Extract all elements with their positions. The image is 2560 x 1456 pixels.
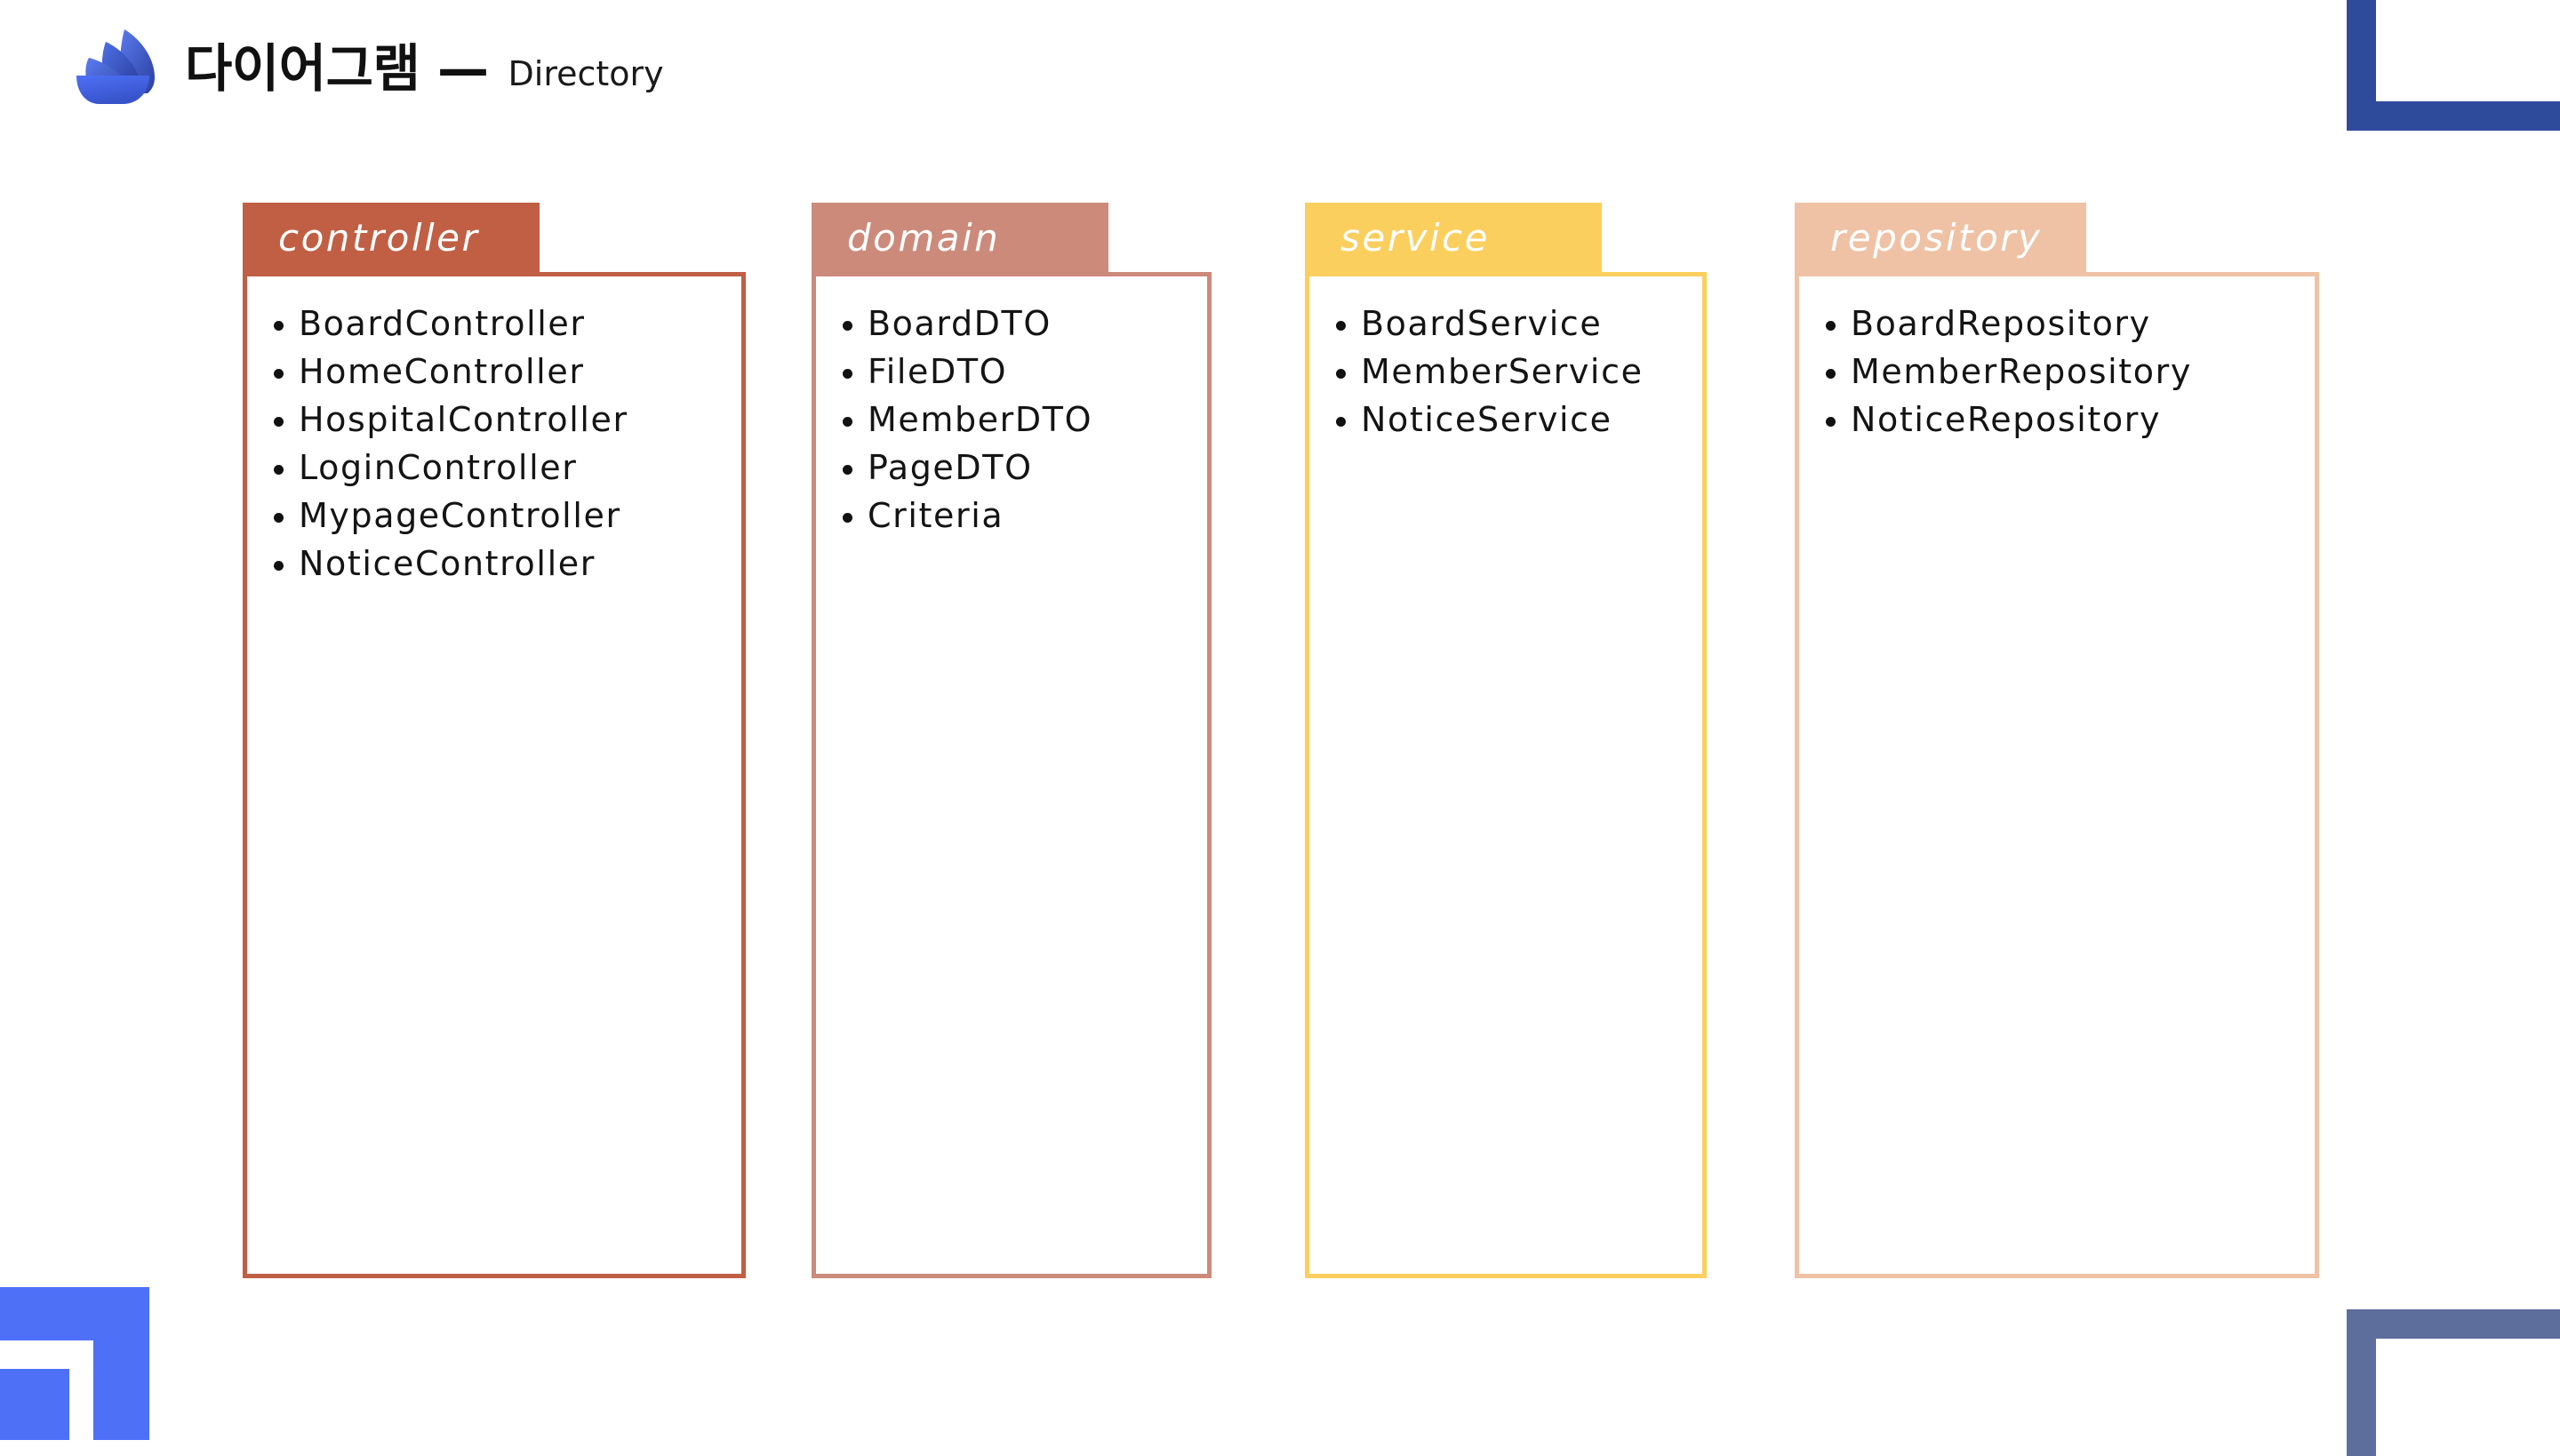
package-body-service: BoardService MemberService NoticeService (1305, 272, 1707, 1278)
package-tab-label-controller: controller (278, 216, 480, 260)
package-tab-service: service (1305, 203, 1602, 277)
list-item[interactable]: BoardDTO (843, 300, 1191, 348)
package-item-list-service: BoardService MemberService NoticeService (1309, 276, 1702, 444)
list-item[interactable]: BoardController (274, 300, 725, 348)
page-title: 다이어그램 — (185, 38, 489, 99)
page-subtitle: Directory (508, 54, 664, 93)
corner-bracket-top-right (2347, 0, 2560, 131)
package-tab-label-service: service (1340, 216, 1490, 260)
package-tab-label-domain: domain (847, 216, 1001, 260)
list-item[interactable]: BoardService (1336, 300, 1686, 348)
corner-bracket-bottom-left-vertical-arm (93, 1287, 149, 1440)
corner-bracket-bottom-left-inner-square (0, 1369, 69, 1440)
corner-bracket-bottom-right (2347, 1309, 2560, 1456)
list-item[interactable]: MemberDTO (843, 396, 1191, 444)
list-item[interactable]: BoardRepository (1826, 300, 2299, 348)
page-header: 다이어그램 — Directory (0, 0, 664, 133)
package-item-list-controller: BoardController HomeController HospitalC… (247, 276, 741, 588)
list-item[interactable]: MemberService (1336, 348, 1686, 396)
package-body-controller: BoardController HomeController HospitalC… (243, 272, 746, 1278)
corner-bracket-top-right-horizontal-arm (2347, 101, 2560, 131)
list-item[interactable]: Criteria (843, 492, 1191, 540)
feather-wing-logo-icon (76, 29, 155, 104)
package-tab-label-repository: repository (1830, 216, 2043, 260)
package-tab-controller: controller (243, 203, 540, 277)
package-item-list-domain: BoardDTO FileDTO MemberDTO PageDTO Crite… (816, 276, 1207, 540)
corner-bracket-bottom-right-horizontal-arm (2347, 1309, 2560, 1339)
corner-bracket-bottom-left (0, 1287, 149, 1440)
list-item[interactable]: HomeController (274, 348, 725, 396)
list-item[interactable]: HospitalController (274, 396, 725, 444)
list-item[interactable]: NoticeService (1336, 396, 1686, 444)
list-item[interactable]: NoticeRepository (1826, 396, 2299, 444)
package-body-domain: BoardDTO FileDTO MemberDTO PageDTO Crite… (812, 272, 1212, 1278)
package-tab-repository: repository (1795, 203, 2086, 277)
list-item[interactable]: FileDTO (843, 348, 1191, 396)
list-item[interactable]: MypageController (274, 492, 725, 540)
list-item[interactable]: MemberRepository (1826, 348, 2299, 396)
package-tab-domain: domain (812, 203, 1108, 277)
package-body-repository: BoardRepository MemberRepository NoticeR… (1795, 272, 2319, 1278)
list-item[interactable]: PageDTO (843, 444, 1191, 492)
package-item-list-repository: BoardRepository MemberRepository NoticeR… (1799, 276, 2315, 444)
list-item[interactable]: LoginController (274, 444, 725, 492)
list-item[interactable]: NoticeController (274, 540, 725, 588)
